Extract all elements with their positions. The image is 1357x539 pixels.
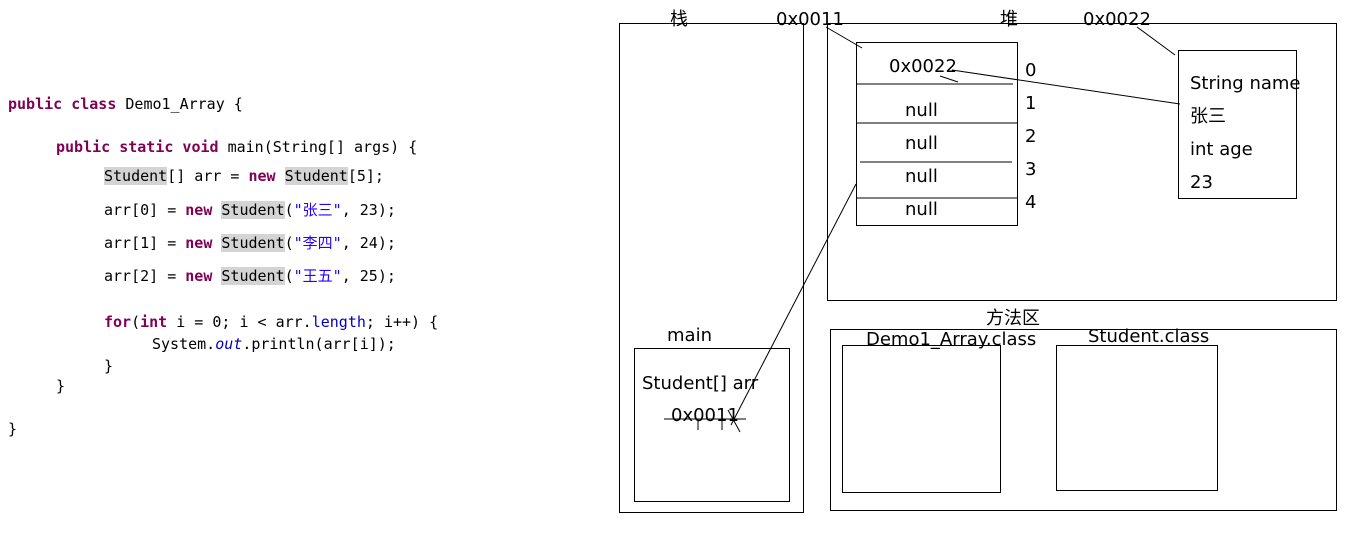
object-address-label: 0x0022 — [1083, 9, 1151, 30]
object-address-leader — [1136, 26, 1176, 56]
main-frame — [634, 348, 790, 502]
code-keyword: public static void — [56, 138, 219, 156]
code-string: "王五" — [293, 267, 342, 285]
object-field-1: 张三 — [1190, 106, 1226, 127]
array-index-2: 2 — [1025, 126, 1037, 147]
code-text: ( — [131, 313, 141, 331]
code-line-for: for(int i = 0; i < arr.length; i++) { — [104, 312, 438, 332]
code-close-for: } — [104, 357, 114, 375]
code-keyword: for — [104, 313, 132, 331]
object-field-2: int age — [1190, 139, 1253, 160]
code-text: , 23); — [341, 201, 396, 219]
main-signature: main(String[] args) { — [227, 138, 418, 156]
code-text: ( — [284, 201, 294, 219]
code-line-assign-0: arr[0] = new Student("张三", 23); — [104, 194, 396, 227]
code-string: "李四" — [293, 234, 342, 252]
array-cell-3: null — [905, 166, 938, 187]
heap-region — [827, 23, 1337, 301]
code-line-assign-1: arr[1] = new Student("李四", 24); — [104, 227, 396, 260]
pointer-cell-to-object — [951, 69, 1181, 105]
class-box-student — [1056, 345, 1218, 491]
array-address-label: 0x0011 — [776, 9, 844, 30]
array-index-3: 3 — [1025, 159, 1037, 180]
code-type-highlight: Student — [221, 201, 285, 219]
code-type-highlight: Student — [104, 167, 168, 185]
code-text: i = 0; i < arr. — [167, 313, 312, 331]
array-cell-2: null — [905, 133, 938, 154]
method-area-label: 方法区 — [986, 308, 1040, 329]
code-close-class: } — [8, 420, 18, 438]
code-line-main: public static void main(String[] args) { — [56, 137, 417, 157]
code-line-assign-2: arr[2] = new Student("王五", 25); — [104, 260, 396, 293]
class-box-demo1-label: Demo1_Array.class — [866, 329, 1037, 350]
class-name: Demo1_Array — [125, 95, 225, 113]
stack-label: 栈 — [670, 9, 688, 30]
code-line-class: public class Demo1_Array { — [8, 94, 243, 114]
heap-array-box — [856, 42, 1018, 226]
object-field-0: String name — [1190, 73, 1301, 94]
code-keyword: int — [140, 313, 168, 331]
class-box-student-label: Student.class — [1088, 326, 1210, 347]
code-keyword: new — [185, 267, 213, 285]
code-type-highlight: Student — [221, 267, 285, 285]
code-line-array: Student[] arr = new Student[5]; — [104, 161, 384, 191]
code-type-highlight: Student — [284, 167, 348, 185]
method-area-region — [830, 329, 1337, 511]
stack-region — [619, 23, 804, 513]
array-index-4: 4 — [1025, 192, 1037, 213]
heap-object-box — [1178, 50, 1297, 199]
code-field: length — [311, 313, 366, 331]
code-string: "张三" — [293, 201, 342, 219]
code-keyword: new — [185, 201, 213, 219]
code-text: [] arr = — [167, 167, 249, 185]
code-text: arr[2] = — [104, 267, 186, 285]
code-text: ; i++) { — [365, 313, 439, 331]
array-index-1: 1 — [1025, 93, 1037, 114]
array-cell-0: 0x0022 — [889, 56, 957, 77]
object-field-3: 23 — [1190, 172, 1213, 193]
array-index-0: 0 — [1025, 60, 1037, 81]
code-close-main: } — [56, 377, 66, 395]
code-text: arr[0] = — [104, 201, 186, 219]
code-text: , 24); — [341, 234, 396, 252]
code-brace: { — [233, 95, 243, 113]
code-text: [5]; — [347, 167, 384, 185]
array-cell-4: null — [905, 199, 938, 220]
code-keyword: public class — [8, 95, 117, 113]
code-text: ( — [284, 267, 294, 285]
code-static-field: out — [215, 335, 243, 353]
code-text: , 25); — [341, 267, 396, 285]
code-text: System. — [152, 335, 216, 353]
class-box-demo1 — [842, 345, 1001, 493]
pointer-arr-to-array — [730, 183, 857, 426]
code-text: .println(arr[i]); — [242, 335, 396, 353]
code-keyword: new — [185, 234, 213, 252]
main-frame-label: main — [667, 325, 712, 346]
array-cell-1: null — [905, 100, 938, 121]
code-line-println: System.out.println(arr[i]); — [152, 334, 396, 354]
code-type-highlight: Student — [221, 234, 285, 252]
heap-label: 堆 — [1000, 9, 1018, 30]
code-text: arr[1] = — [104, 234, 186, 252]
array-address-leader — [825, 26, 863, 49]
code-keyword: new — [248, 167, 276, 185]
arr-variable-label: Student[] arr — [642, 373, 759, 394]
code-text: ( — [284, 234, 294, 252]
